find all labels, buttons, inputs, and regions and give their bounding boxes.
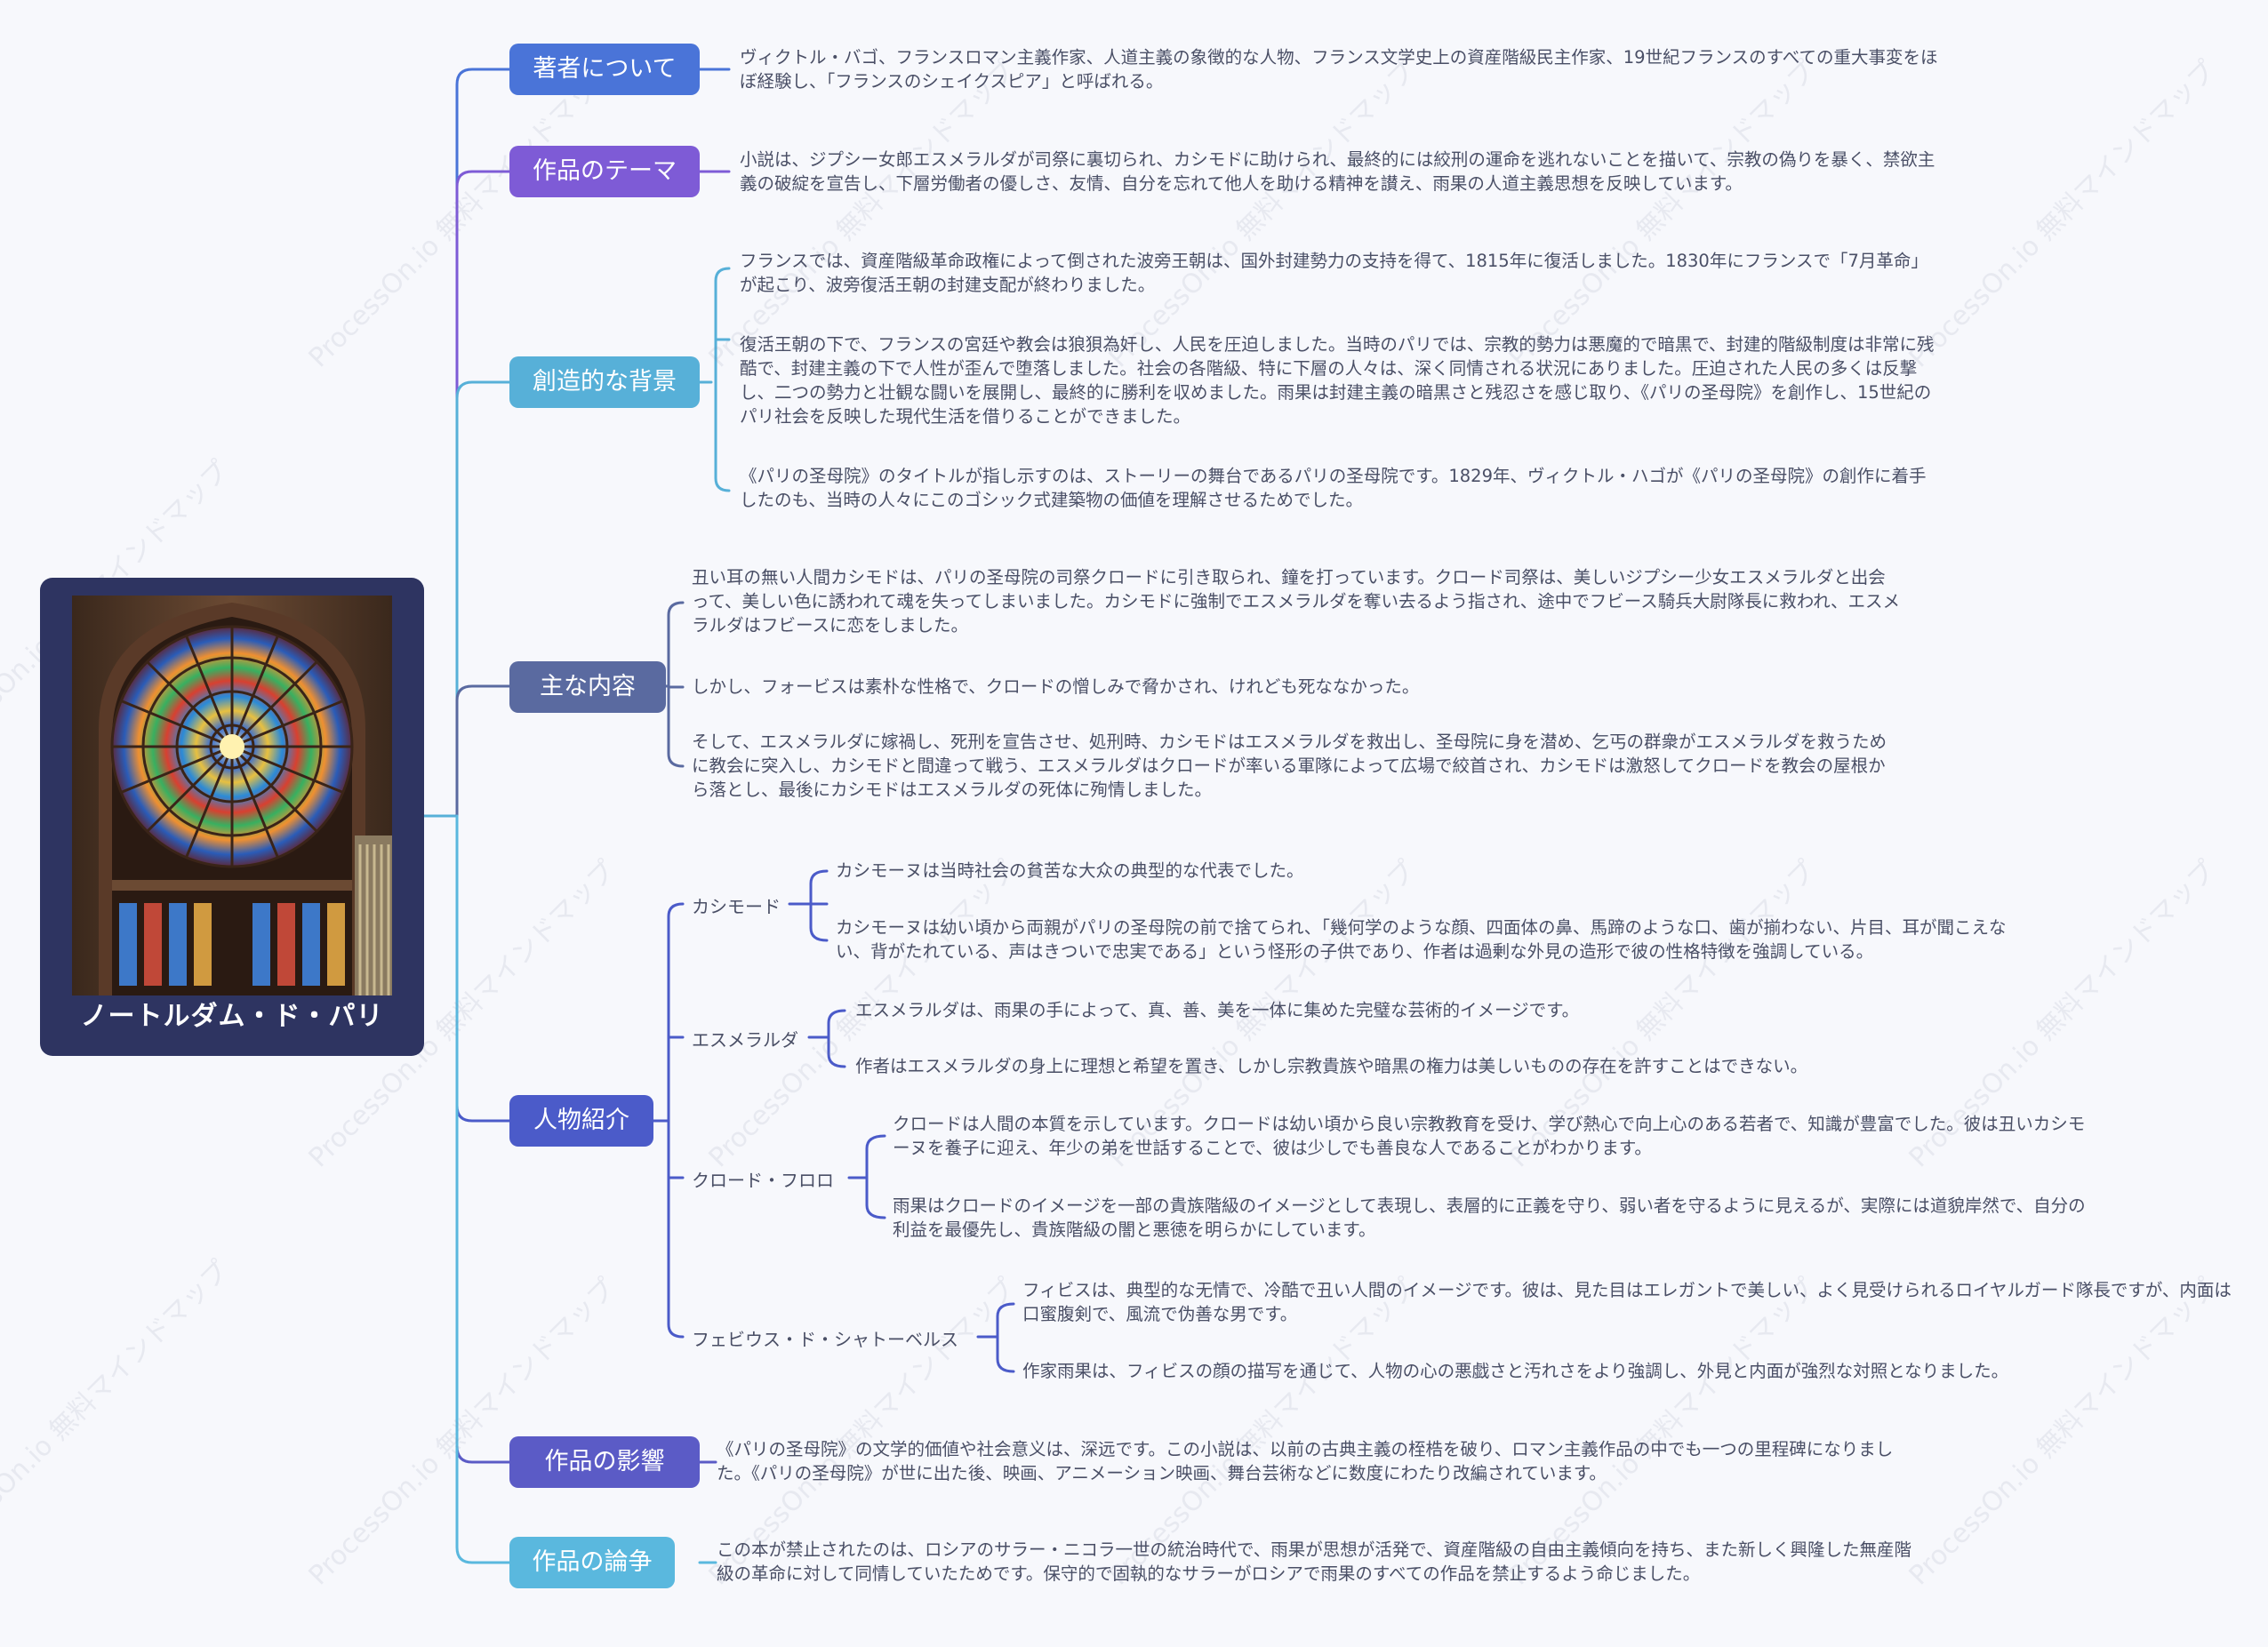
branch-author[interactable]: 著者について [509, 44, 700, 95]
branch-background[interactable]: 創造的な背景 [509, 356, 700, 408]
content-text: 丑い耳の無い人間カシモドは、パリの圣母院の司祭クロードに引き取られ、鐘を打ってい… [692, 567, 1900, 636]
person-claude-frollo[interactable]: クロード・フロロ [692, 1170, 834, 1191]
person-text: クロードは人間の本質を示しています。クロードは幼い頃から良い宗教教育を受け、学び… [893, 1114, 2086, 1158]
person-text: 作家雨果は、フィビスの顔の描写を通じて、人物の心の悪戯さと汚れさをより強調し、外… [1022, 1361, 2009, 1381]
person-esmeralda[interactable]: エスメラルダ [692, 1029, 798, 1051]
person-phoebus[interactable]: フェビウス・ド・シャトーベルス [692, 1329, 958, 1350]
person-text: フィビスは、典型的な无情で、冷酷で丑い人間のイメージです。彼は、見た目はエレガン… [1022, 1280, 2232, 1324]
person-text: カシモーヌは幼い頃から両親がパリの圣母院の前で捨てられ、「幾何学のような顔、四面… [836, 917, 2007, 962]
root-node[interactable]: ノートルダム・ド・パリ [40, 578, 424, 1056]
background-text: フランスでは、資産階級革命政権によって倒された波旁王朝は、国外封建勢力の支持を得… [740, 251, 1928, 295]
background-text: 《パリの圣母院》のタイトルが指し示すのは、ストーリーの舞台であるパリの圣母院です… [740, 466, 1927, 510]
author-text: ヴィクトル・バゴ、フランスロマン主義作家、人道主義の象徴的な人物、フランス文学史… [740, 47, 1938, 92]
branch-characters[interactable]: 人物紹介 [509, 1095, 653, 1147]
person-text: 雨果はクロードのイメージを一部の貴族階級のイメージとして表現し、表層的に正義を守… [893, 1195, 2086, 1240]
background-text: 復活王朝の下で、フランスの宮廷や教会は狼狽為奸し、人民を圧迫しました。当時のパリ… [740, 334, 1935, 427]
person-quasimodo[interactable]: カシモード [692, 896, 781, 917]
content-text: しかし、フォービスは素朴な性格で、クロードの憎しみで脅かされ、けれども死ななかっ… [692, 676, 1420, 697]
rose-window-image [72, 596, 392, 995]
branch-theme[interactable]: 作品のテーマ [509, 146, 700, 197]
person-text: 作者はエスメラルダの身上に理想と希望を置き、しかし宗教貴族や暗黒の権力は美しいも… [855, 1056, 1808, 1076]
branch-controversy[interactable]: 作品の論争 [509, 1537, 675, 1588]
branch-content[interactable]: 主な内容 [509, 661, 666, 713]
theme-text: 小説は、ジプシー女郎エスメラルダが司祭に裏切られ、カシモドに助けられ、最終的には… [740, 149, 1935, 194]
controversy-text: この本が禁止されたのは、ロシアのサラー・ニコラ一世の統治時代で、雨果が思想が活発… [717, 1539, 1911, 1584]
content-text: そして、エスメラルダに嫁禍し、死刑を宣告させ、処刑時、カシモドはエスメラルダを救… [692, 732, 1887, 800]
person-text: カシモーヌは当時社会の貧苦な大众の典型的な代表でした。 [836, 860, 1304, 881]
branch-influence[interactable]: 作品の影響 [509, 1436, 700, 1488]
person-text: エスメラルダは、雨果の手によって、真、善、美を一体に集めた完璧な芸術的イメージで… [855, 1000, 1580, 1020]
influence-text: 《パリの圣母院》の文学的価値や社会意义は、深远です。この小説は、以前の古典主義の… [717, 1439, 1894, 1483]
root-title: ノートルダム・ド・パリ [80, 1001, 384, 1032]
